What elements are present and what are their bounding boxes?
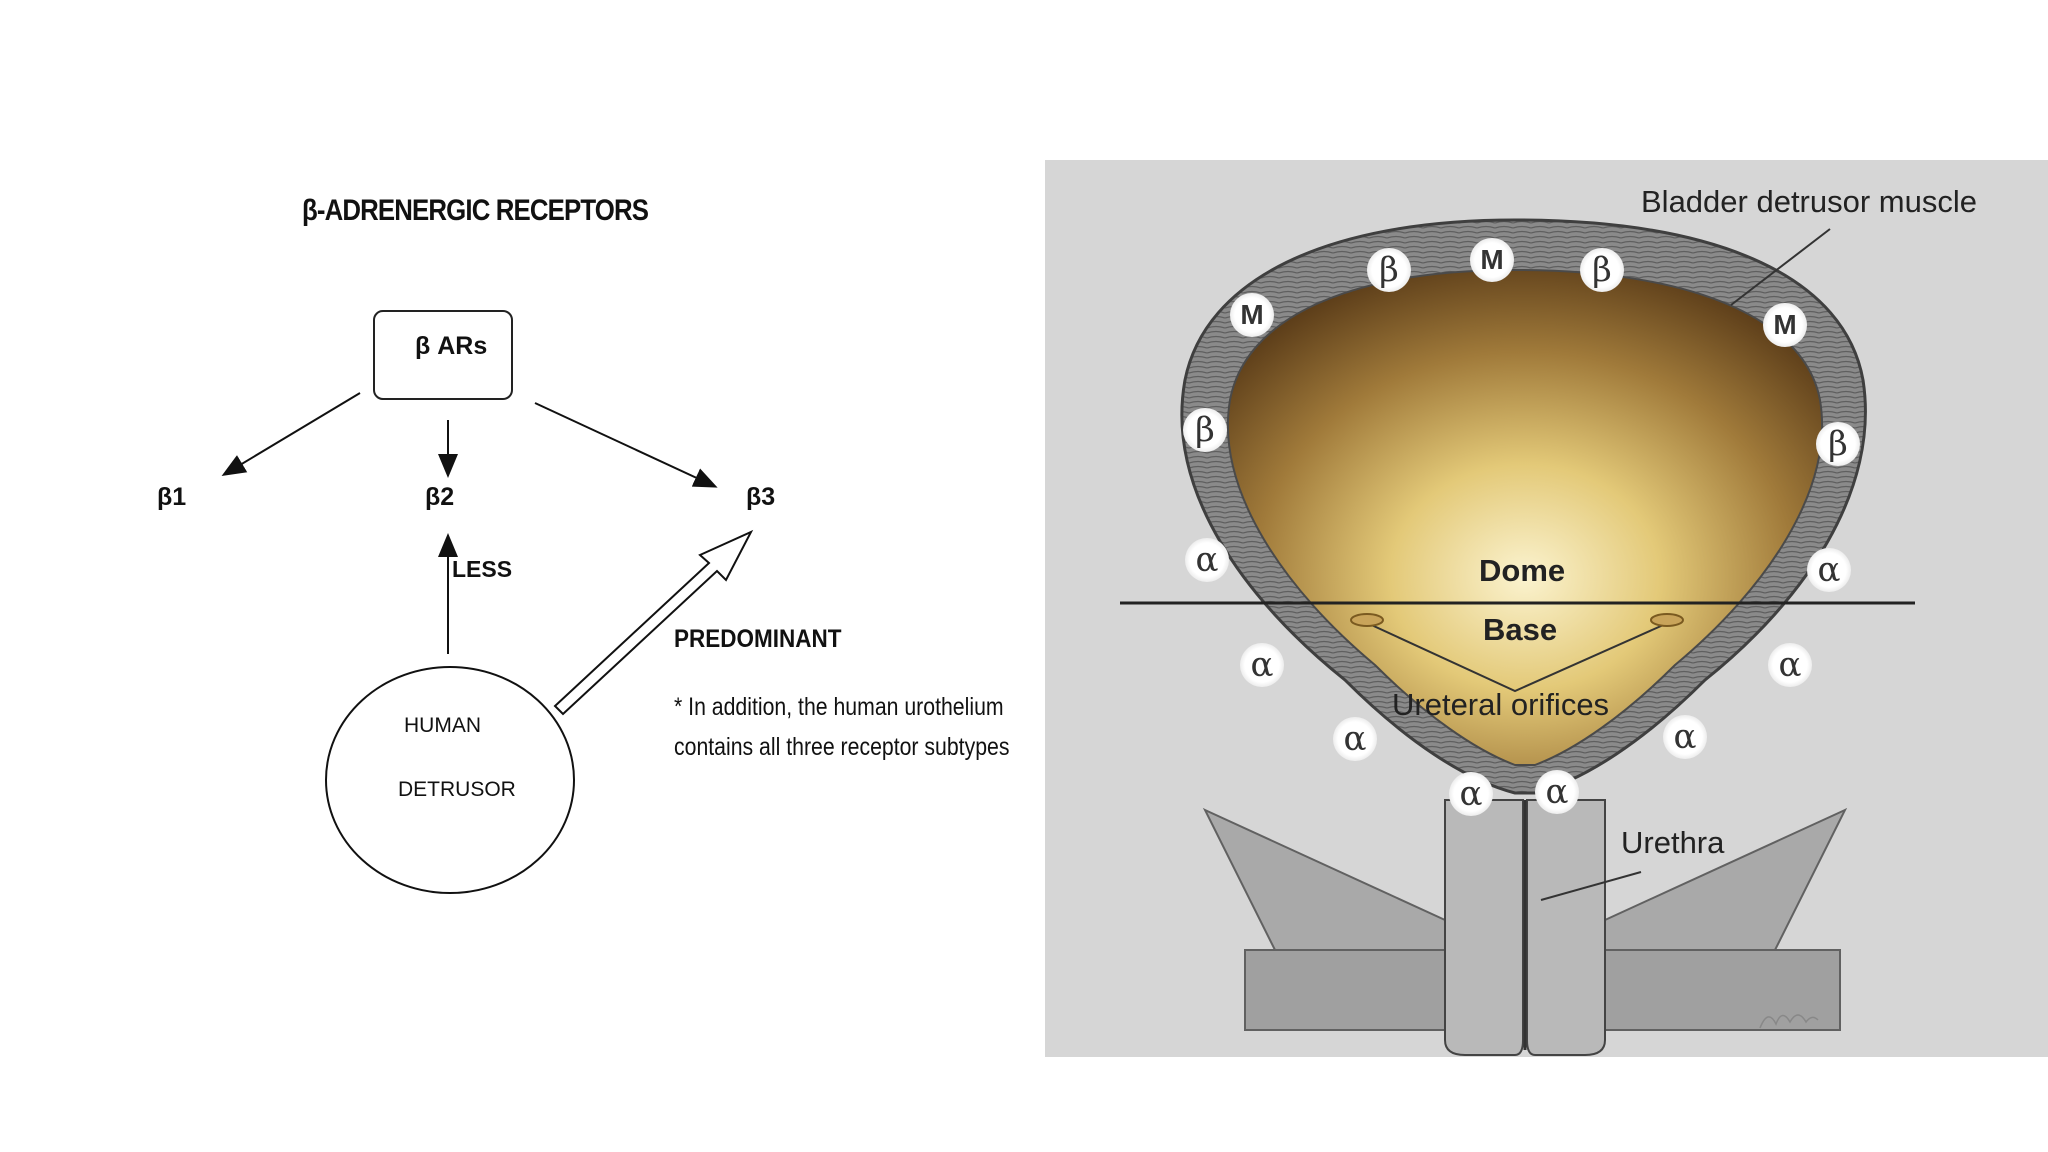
note-line-2: contains all three receptor subtypes <box>674 733 1010 761</box>
predominant-label: PREDOMINANT <box>674 625 842 653</box>
bladder-lumen <box>1227 268 1823 766</box>
alpha-receptor-icon: α <box>1240 643 1284 687</box>
human-label: HUMAN <box>404 714 481 737</box>
arrow-to-beta1 <box>221 392 361 477</box>
detrusor-muscle-label: Bladder detrusor muscle <box>1641 184 1977 219</box>
muscarinic-receptor-icon: M <box>1230 293 1274 337</box>
alpha-receptor-icon: α <box>1333 717 1377 761</box>
detrusor-label: DETRUSOR <box>398 778 516 801</box>
alpha-receptor-icon: α <box>1768 643 1812 687</box>
muscarinic-receptor-icon: M <box>1763 303 1807 347</box>
beta-receptor-icon: β <box>1367 248 1411 292</box>
beta3-label: β3 <box>746 483 776 511</box>
diagram-title: β-ADRENERGIC RECEPTORS <box>302 194 649 227</box>
ureteral-pointers <box>1350 613 1684 693</box>
base-label: Base <box>1483 612 1558 647</box>
bladder-illustration: Bladder detrusor muscle Dome Base Ureter… <box>1045 160 2048 1057</box>
arrow-to-beta3 <box>534 402 718 488</box>
artist-signature <box>1759 1014 1819 1029</box>
alpha-receptor-icon: α <box>1185 538 1229 582</box>
receptor-diagram: β-ADRENERGIC RECEPTORS β ARs β1 β2 β3 LE… <box>157 194 1010 894</box>
urethra-pointer <box>1540 871 1642 901</box>
bladder-drawing <box>1120 218 1915 1056</box>
alpha-receptor-icon: α <box>1535 770 1579 814</box>
pelvic-floor <box>1202 807 1848 1031</box>
dome-label: Dome <box>1479 553 1566 588</box>
beta-ars-label: β ARs <box>415 332 488 360</box>
urethra-shape <box>1444 799 1606 1056</box>
beta2-label: β2 <box>425 483 455 511</box>
beta-receptor-icon: β <box>1816 422 1860 466</box>
beta1-label: β1 <box>157 483 187 511</box>
alpha-receptor-icon: α <box>1807 548 1851 592</box>
beta-receptor-icon: β <box>1580 248 1624 292</box>
ureteral-orifices-label: Ureteral orifices <box>1392 687 1610 722</box>
urethra-label: Urethra <box>1621 825 1725 860</box>
beta-ars-box: β ARs <box>373 310 513 400</box>
arrow-predominant <box>553 529 754 716</box>
muscarinic-receptor-icon: M <box>1470 238 1514 282</box>
beta-receptor-icon: β <box>1183 408 1227 452</box>
alpha-receptor-icon: α <box>1663 715 1707 759</box>
muscle-pointer <box>1730 228 1831 306</box>
human-detrusor-circle <box>325 666 575 894</box>
note-line-1: * In addition, the human urothelium <box>674 693 1004 721</box>
diagram-arrows <box>221 392 754 894</box>
alpha-receptor-icon: α <box>1449 772 1493 816</box>
less-label: LESS <box>452 556 513 582</box>
